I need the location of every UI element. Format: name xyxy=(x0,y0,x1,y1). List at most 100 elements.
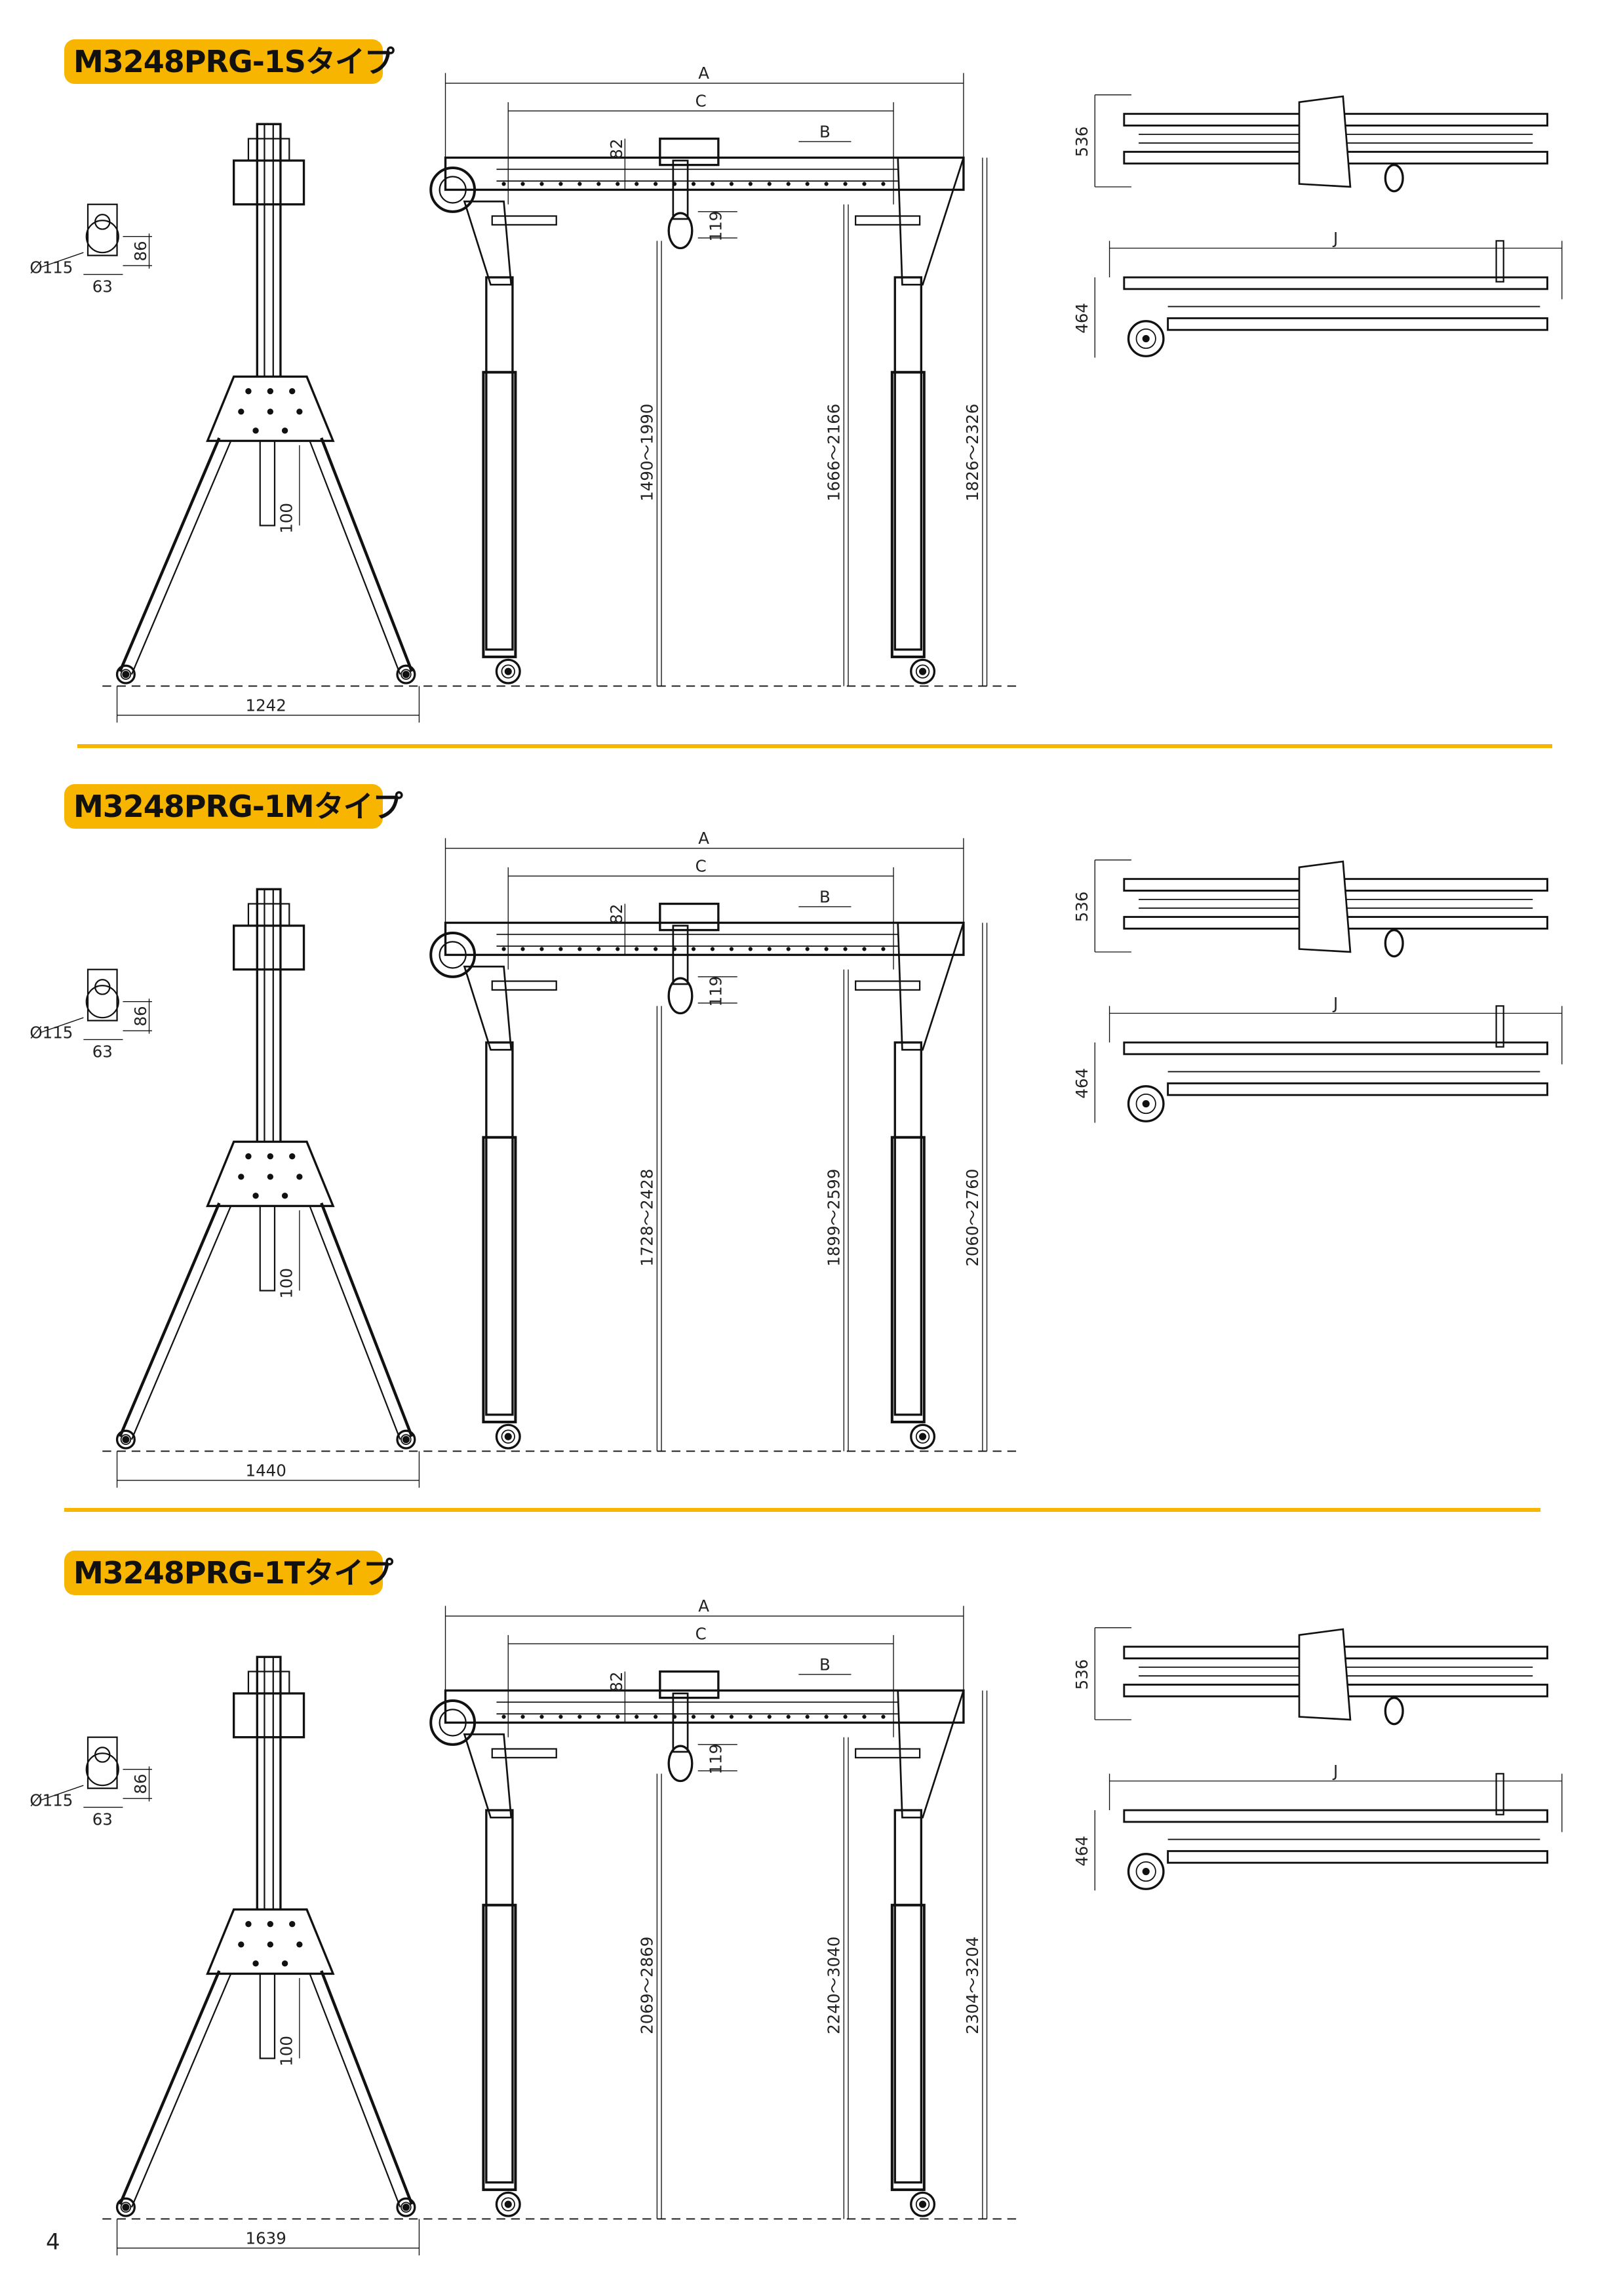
beam-hole xyxy=(710,182,715,186)
wheel-icon xyxy=(115,664,136,684)
beam-hole xyxy=(597,947,601,951)
dimension-label-total-height: 2304～3204 xyxy=(963,1937,982,2034)
hook xyxy=(667,977,694,1015)
dimension-label-J: J xyxy=(1332,1762,1338,1781)
bolt-hole xyxy=(289,388,296,395)
left-leg xyxy=(485,276,514,651)
main-beam xyxy=(444,156,965,191)
leg-left-inner xyxy=(130,440,232,675)
trolley xyxy=(659,902,720,932)
wheel-axle xyxy=(919,667,927,675)
wheel-icon xyxy=(396,1429,416,1450)
folded-leg xyxy=(1167,317,1548,331)
wheel-icon xyxy=(396,2197,416,2217)
right-brace xyxy=(897,922,965,1051)
section-title-1m: M3248PRG-1Mタイプ xyxy=(64,784,403,829)
wheel-icon xyxy=(1127,1853,1165,1890)
wheel-axle xyxy=(122,2204,130,2211)
dimension-label-82: 82 xyxy=(607,139,626,159)
folded-hook xyxy=(1384,163,1404,193)
trolley-block xyxy=(233,924,305,971)
dimension-label-folded-width: 536 xyxy=(1072,892,1091,922)
left-arm xyxy=(491,215,557,226)
dimension-label-folded-height: 464 xyxy=(1072,303,1091,334)
beam-hole xyxy=(767,947,772,951)
dimension-label-offset: 100 xyxy=(277,2036,296,2067)
dimension-label-C: C xyxy=(695,92,707,111)
beam-hole xyxy=(691,1714,696,1719)
section-title-1t: M3248PRG-1Tタイプ xyxy=(64,1551,393,1595)
wheel-axle xyxy=(919,2200,927,2208)
beam-hole xyxy=(862,947,867,951)
beam-hole xyxy=(635,947,639,951)
bolt-hole xyxy=(296,1174,303,1180)
dimension-label-height: 1899～2599 xyxy=(825,1169,844,1267)
beam-hole xyxy=(786,947,791,951)
right-arm xyxy=(855,215,921,226)
folded-leg xyxy=(1167,1850,1548,1864)
dimension-label-diameter: Ø115 xyxy=(29,1791,73,1810)
end-wheel-hub xyxy=(439,176,467,204)
detail-wheel xyxy=(85,220,119,254)
beam-hole xyxy=(539,182,544,186)
wheel-hub xyxy=(1135,328,1156,349)
dimension-label-B: B xyxy=(819,1655,831,1674)
end-wheel xyxy=(429,932,477,978)
leg-left xyxy=(118,1970,221,2206)
dimension-label-height: 86 xyxy=(131,241,150,261)
beam-hole xyxy=(805,1714,810,1719)
wheel-icon xyxy=(115,2197,136,2217)
bolt-hole xyxy=(245,1153,252,1160)
dimension-label-C: C xyxy=(695,857,707,876)
beam-hole xyxy=(691,182,696,186)
bolt-hole xyxy=(238,408,245,415)
beam-hole xyxy=(748,1714,753,1719)
trolley xyxy=(659,137,720,167)
wheel-hub xyxy=(401,669,412,680)
mast xyxy=(256,123,282,381)
left-brace xyxy=(463,200,513,286)
beam-hole xyxy=(597,1714,601,1719)
dimension-label-diameter: Ø115 xyxy=(29,258,73,277)
hoist-top xyxy=(247,903,290,927)
bolt-hole xyxy=(289,1921,296,1928)
left-brace xyxy=(463,965,513,1051)
right-leg-outer xyxy=(890,1903,926,2191)
leg-right-inner xyxy=(309,1205,401,1440)
beam-hole xyxy=(616,1714,620,1719)
beam-hole xyxy=(578,1714,582,1719)
mast xyxy=(256,888,282,1146)
dimension-label-height: 1666～2166 xyxy=(825,404,844,502)
beam-hole xyxy=(710,1714,715,1719)
beam-hole xyxy=(539,947,544,951)
line xyxy=(41,1017,84,1033)
beam-hole xyxy=(520,1714,525,1719)
folded-plate xyxy=(1298,95,1352,188)
dimension-label-82: 82 xyxy=(607,904,626,924)
beam-hole xyxy=(729,947,734,951)
mast xyxy=(256,1655,282,1914)
right-arm xyxy=(855,980,921,991)
right-leg xyxy=(893,276,923,651)
wheel-hub xyxy=(1135,1861,1156,1882)
folded-post xyxy=(1495,1005,1504,1048)
wheel-hub xyxy=(401,2202,412,2213)
beam-hole xyxy=(578,947,582,951)
dimension-label-A: A xyxy=(698,64,709,83)
wheel-hub xyxy=(915,2197,930,2211)
wheel-icon xyxy=(396,664,416,684)
wheel-hub xyxy=(501,2197,515,2211)
main-beam xyxy=(444,921,965,957)
beam-hole xyxy=(616,947,620,951)
dimension-label-A: A xyxy=(698,1596,709,1615)
end-wheel-hub xyxy=(439,1709,467,1737)
dimension-label-width: 63 xyxy=(92,1810,113,1829)
right-brace xyxy=(897,1690,965,1819)
beam-hole xyxy=(501,182,506,186)
beam-hole xyxy=(843,947,848,951)
